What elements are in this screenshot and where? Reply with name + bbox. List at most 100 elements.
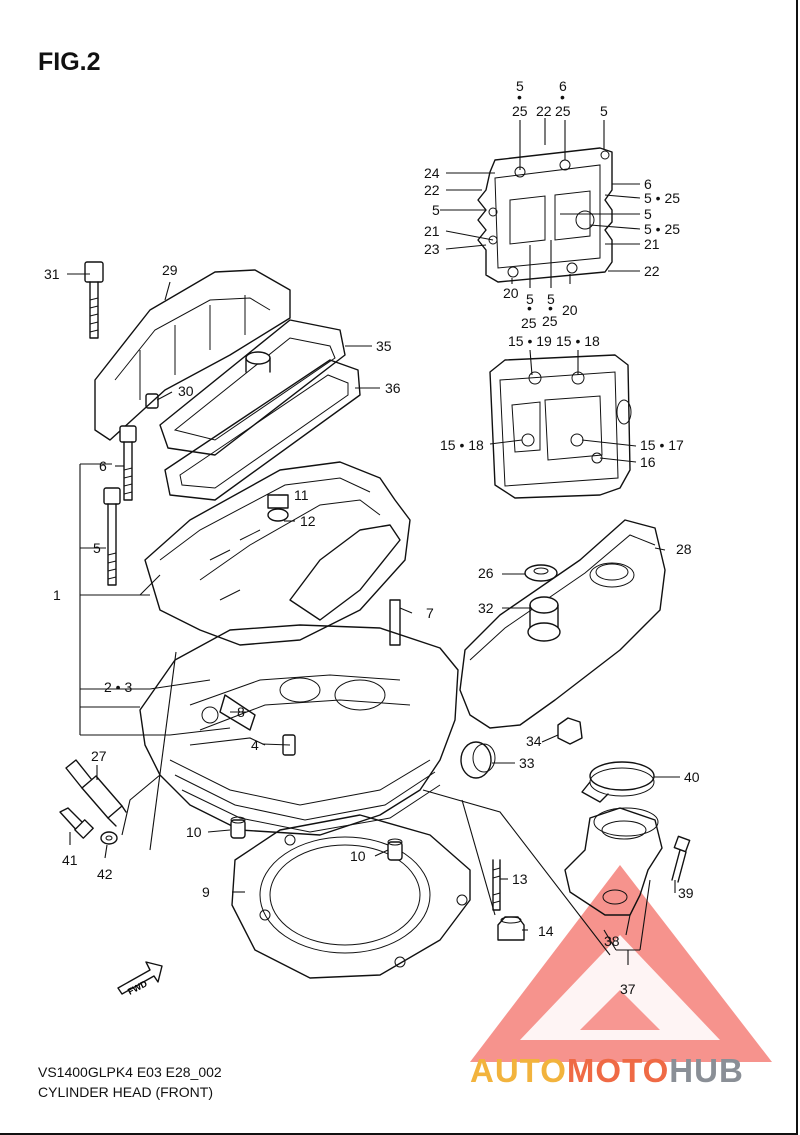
callout-top-25b: 25 [555, 103, 571, 119]
cap-33 [460, 741, 496, 779]
dot-sep-3: • [527, 300, 532, 316]
callout-top-25d: 25 [542, 313, 558, 329]
callout-top-20b: 20 [562, 302, 578, 318]
callout-top-6: 6 [559, 78, 567, 94]
plug-cap-41 [59, 807, 94, 839]
callout-top-24: 24 [424, 165, 440, 181]
callout-38: 38 [604, 933, 620, 949]
callout-39: 39 [678, 885, 694, 901]
dowel-10a [230, 816, 246, 839]
intake-pipe-38 [564, 807, 663, 916]
callout-4: 4 [251, 737, 259, 753]
callout-top-5-25b: 5 • 25 [644, 221, 680, 237]
callout-top-5-25a: 5 • 25 [644, 190, 680, 206]
grommet-32 [527, 596, 561, 642]
callout-1: 1 [53, 587, 61, 603]
callout-2-3: 2 • 3 [104, 679, 132, 695]
callout-36: 36 [385, 380, 401, 396]
watermark-part-moto: MOTO [566, 1052, 670, 1089]
figure-footer: VS1400GLPK4 E03 E28_002 CYLINDER HEAD (F… [38, 1062, 222, 1102]
callout-15-18-left: 15 • 18 [440, 437, 484, 453]
callout-12: 12 [300, 513, 316, 529]
callout-40: 40 [684, 769, 700, 785]
upper-cover-29 [94, 269, 291, 441]
callout-7: 7 [426, 605, 434, 621]
cap-nut-14 [497, 916, 525, 941]
callout-top-25a: 25 [512, 103, 528, 119]
callout-14: 14 [538, 923, 554, 939]
callout-5: 5 [93, 540, 101, 556]
stud-13 [492, 859, 501, 911]
callout-8: 8 [237, 704, 245, 720]
figure-caption: CYLINDER HEAD (FRONT) [38, 1084, 214, 1100]
dot-sep-4: • [548, 300, 553, 316]
callout-6: 6 [99, 458, 107, 474]
callout-top-5b: 5 [600, 103, 608, 119]
callout-26: 26 [478, 565, 494, 581]
clamp-40 [581, 761, 655, 803]
spark-plug-27 [65, 759, 127, 827]
dowel-10b [387, 838, 403, 861]
callout-top-22r: 22 [644, 263, 660, 279]
callout-15-18-top: 15 • 18 [556, 333, 600, 349]
callout-top-5d: 5 [526, 291, 534, 307]
head-gasket-9 [231, 814, 471, 979]
bolt-6 [119, 425, 137, 501]
callout-27: 27 [91, 748, 107, 764]
watermark-part-hub: HUB [669, 1052, 744, 1089]
washer-42 [100, 831, 118, 845]
callout-top-6r: 6 [644, 176, 652, 192]
callout-10-right: 10 [350, 848, 366, 864]
callout-top-22b: 22 [424, 182, 440, 198]
callout-top-25c: 25 [521, 315, 537, 331]
model-code: VS1400GLPK4 E03 E28_002 [38, 1064, 222, 1080]
callout-11: 11 [294, 487, 309, 503]
callout-labels: 31 29 30 35 36 6 5 1 2 • 3 8 4 11 12 7 2… [44, 78, 700, 997]
callout-top-5a: 5 [516, 78, 524, 94]
callout-top-5r: 5 [644, 206, 652, 222]
callout-top-20a: 20 [503, 285, 519, 301]
callout-28: 28 [676, 541, 692, 557]
dot-sep-2: • [560, 89, 565, 105]
callout-top-5c: 5 [432, 202, 440, 218]
callout-32: 32 [478, 600, 494, 616]
watermark-part-auto: AUTO [470, 1052, 567, 1089]
callout-top-23: 23 [424, 241, 440, 257]
fwd-arrow: FWD [117, 961, 163, 997]
callout-9: 9 [202, 884, 210, 900]
callout-16: 16 [640, 454, 656, 470]
leader-lines [67, 118, 680, 965]
callout-37: 37 [620, 981, 636, 997]
cylinder-head [139, 624, 459, 836]
air-cleaner-cover-28 [459, 519, 666, 729]
callout-41: 41 [62, 852, 78, 868]
callout-35: 35 [376, 338, 392, 354]
callout-15-19: 15 • 19 [508, 333, 552, 349]
bolt-39 [671, 835, 691, 883]
callout-top-21r: 21 [644, 236, 660, 252]
bolt-5 [103, 487, 121, 586]
dot-sep-1: • [517, 89, 522, 105]
cover-plate-top [477, 147, 613, 283]
plug-34 [557, 717, 583, 745]
callout-top-5e: 5 [547, 291, 555, 307]
figure-title: FIG.2 [38, 48, 101, 76]
gasket-36 [164, 359, 361, 501]
callout-30: 30 [178, 383, 194, 399]
callout-31: 31 [44, 266, 60, 282]
callout-13: 13 [512, 871, 528, 887]
callout-top-22a: 22 [536, 103, 552, 119]
watermark-logo: AUTOMOTOHUB [470, 1052, 744, 1090]
grommet-26 [524, 564, 558, 582]
bushing-30 [145, 393, 159, 409]
valve-cover-35 [159, 319, 346, 456]
watermark-triangle [470, 865, 772, 1062]
callout-29: 29 [162, 262, 178, 278]
callout-34: 34 [526, 733, 542, 749]
bolt-31 [84, 261, 104, 339]
callout-15-17: 15 • 17 [640, 437, 684, 453]
callout-top-21a: 21 [424, 223, 440, 239]
camshaft-holder [144, 461, 411, 646]
